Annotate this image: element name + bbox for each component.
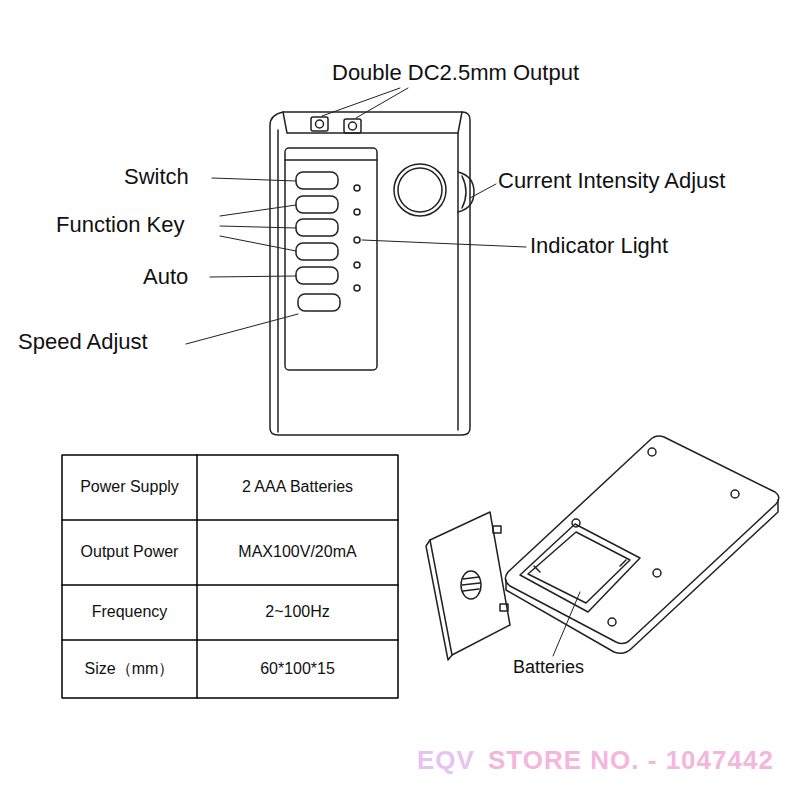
battery-cover [426,512,510,660]
spec-table [62,455,398,698]
callout-label: Function Key [56,212,184,237]
callout-label: Current Intensity Adjust [498,168,725,193]
table-cell: Output Power [63,521,196,584]
watermark: EQV [417,746,475,776]
callout-label: Auto [143,264,188,289]
table-cell: 2 AAA Batteries [198,456,397,519]
table-cell: Size（mm） [63,641,196,697]
table-cell: Power Supply [63,456,196,519]
table-cell: 2~100Hz [198,586,397,639]
device-front [270,112,474,435]
callout-label: Double DC2.5mm Output [332,60,579,85]
device-back [505,436,778,653]
watermark: STORE NO. - 1047442 [488,746,774,776]
callout-label: Indicator Light [530,233,668,258]
table-cell: 60*100*15 [198,641,397,697]
table-cell: Frequency [63,586,196,639]
callout-label: Speed Adjust [18,329,148,354]
table-cell: MAX100V/20mA [198,521,397,584]
callout-label: Batteries [513,657,584,678]
callout-label: Switch [124,164,189,189]
